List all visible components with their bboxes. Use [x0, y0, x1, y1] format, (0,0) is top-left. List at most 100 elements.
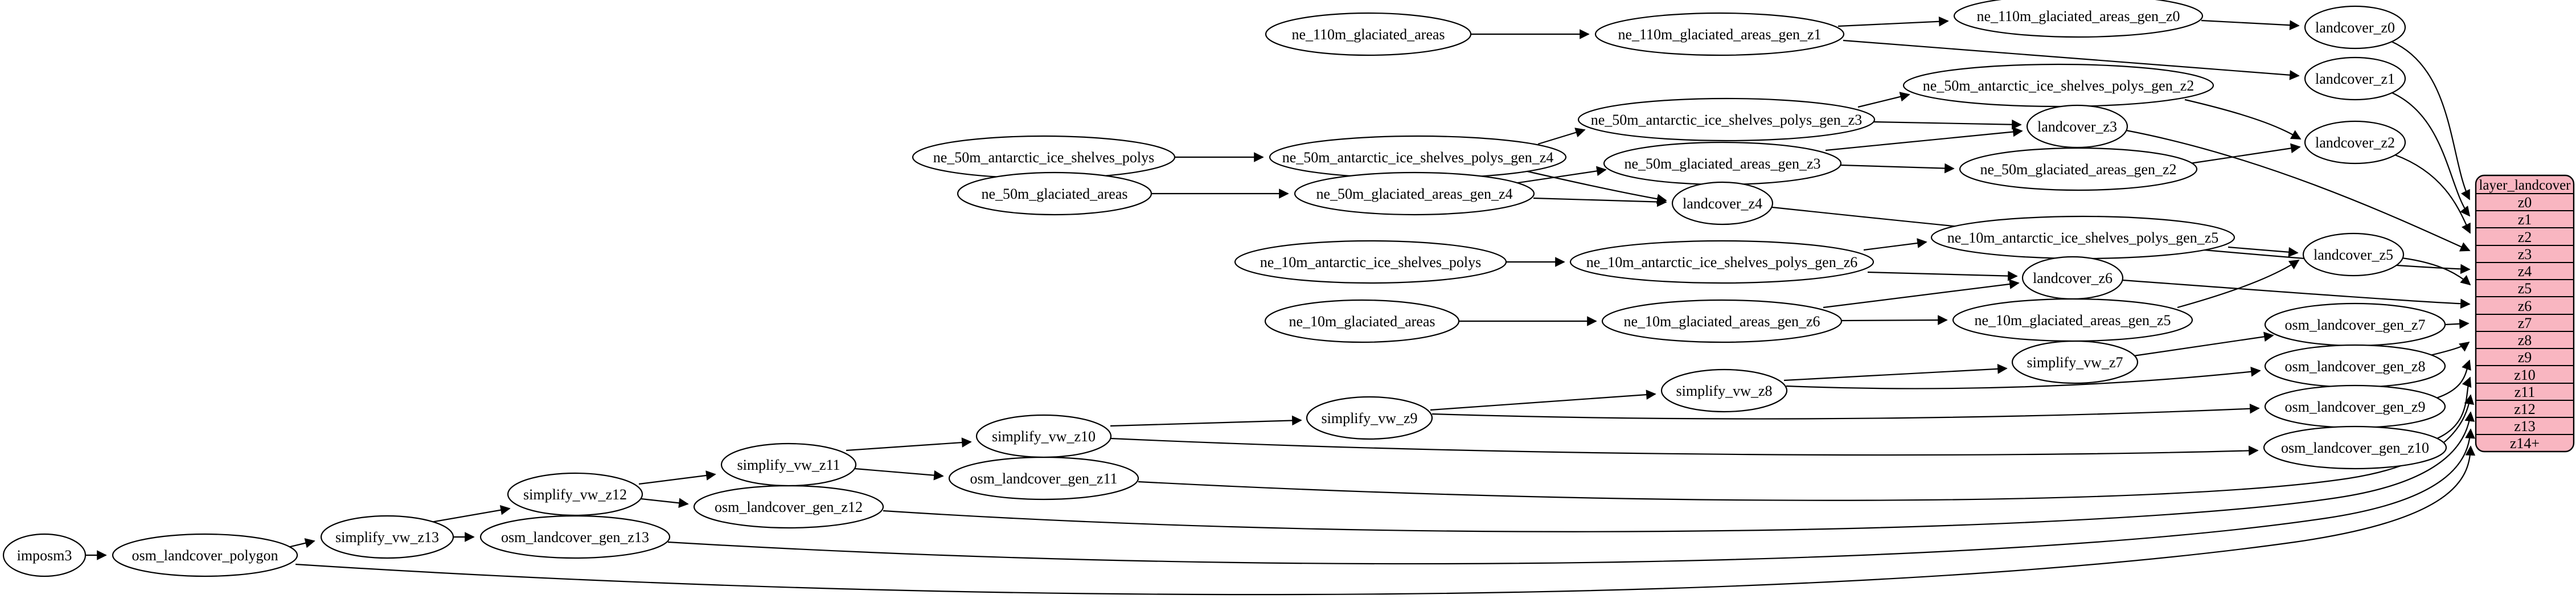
node-label: ne_10m_antarctic_ice_shelves_polys_gen_z… — [1586, 254, 1858, 270]
edge-osm_landcover_gen_z10-row_z10 — [2436, 376, 2472, 440]
node-shape — [975, 414, 1112, 458]
node-ne_10m_antarctic_ice_shelves_polys_gen_z5: ne_10m_antarctic_ice_shelves_polys_gen_z… — [1930, 215, 2235, 260]
table-row-z13: z13 — [2514, 418, 2536, 434]
edge-landcover_z5-row_z5 — [2401, 257, 2471, 286]
node-label: ne_110m_glaciated_areas_gen_z0 — [1976, 8, 2180, 24]
node-ne_10m_glaciated_areas: ne_10m_glaciated_areas — [1264, 299, 1460, 343]
node-label: simplify_vw_z9 — [1322, 410, 1418, 427]
node-ne_110m_glaciated_areas_gen_z1: ne_110m_glaciated_areas_gen_z1 — [1594, 12, 1845, 56]
node-imposm3: imposm3 — [2, 533, 87, 577]
edge-simplify_vw_z9-simplify_vw_z8 — [1430, 389, 1656, 411]
edge-simplify_vw_z9-osm_landcover_gen_z9 — [1431, 403, 2260, 420]
node-landcover_z3: landcover_z3 — [2026, 104, 2128, 149]
node-label: landcover_z4 — [1683, 195, 1762, 212]
edge-g10_gen_z5-landcover_z5 — [2177, 260, 2300, 309]
node-shape — [320, 515, 454, 559]
table-row-z14plus: z14+ — [2510, 435, 2540, 452]
node-simplify_vw_z10: simplify_vw_z10 — [975, 414, 1112, 458]
node-landcover_z6: landcover_z6 — [2021, 256, 2124, 300]
edge-osm_landcover_gen_z12-row_z12 — [883, 411, 2475, 532]
edge-landcover_z6-row_z6 — [2122, 279, 2471, 309]
node-osm_landcover_gen_z10: osm_landcover_gen_z10 — [2263, 425, 2447, 470]
node-label: osm_landcover_gen_z13 — [501, 529, 649, 546]
table-row-z7: z7 — [2518, 315, 2532, 331]
edge-landcover_z3-row_z3 — [2126, 129, 2471, 252]
node-shape — [1569, 240, 1874, 284]
node-osm_landcover_gen_z11: osm_landcover_gen_z11 — [948, 456, 1139, 501]
edge-osm_landcover_gen_z8-row_z8 — [2430, 341, 2470, 356]
edge-gen_z0-landcover_z0 — [2201, 19, 2300, 30]
node-shape — [1264, 299, 1460, 343]
node-landcover_z2: landcover_z2 — [2304, 120, 2406, 165]
node-shape — [2304, 5, 2406, 50]
edge-simplify_vw_z11-osm_landcover_gen_z11 — [854, 468, 944, 481]
node-osm_landcover_polygon: osm_landcover_polygon — [112, 533, 298, 577]
edge-g10_gen_z6-g10_gen_z5 — [1841, 315, 1948, 325]
node-label: osm_landcover_gen_z10 — [2281, 440, 2429, 456]
node-label: simplify_vw_z12 — [523, 486, 627, 503]
node-ne_50m_glaciated_areas_gen_z3: ne_50m_glaciated_areas_gen_z3 — [1603, 141, 1842, 186]
node-ne_10m_antarctic_ice_shelves_polys: ne_10m_antarctic_ice_shelves_polys — [1234, 240, 1507, 284]
node-label: landcover_z1 — [2315, 71, 2395, 87]
edge-a_gen_z4-a_gen_z3 — [1537, 128, 1586, 145]
edge-g_gen_z3-landcover_z3 — [1825, 126, 2023, 151]
node-label: ne_50m_glaciated_areas_gen_z2 — [1980, 161, 2176, 178]
edge-a10_gen_z6-landcover_z6 — [1867, 270, 2018, 281]
node-label: simplify_vw_z10 — [992, 428, 1096, 445]
node-label: imposm3 — [17, 547, 72, 564]
table-row-z6: z6 — [2518, 298, 2532, 314]
node-ne_110m_glaciated_areas: ne_110m_glaciated_areas — [1265, 12, 1472, 56]
node-ne_50m_glaciated_areas_gen_z4: ne_50m_glaciated_areas_gen_z4 — [1294, 171, 1535, 216]
edge-a_gen_z2-landcover_z2 — [2184, 99, 2302, 140]
node-label: ne_110m_glaciated_areas — [1291, 26, 1445, 43]
edge-a_gen_z3-a_gen_z2 — [1857, 92, 1910, 108]
edge-g_gen_z4-g_gen_z3 — [1513, 166, 1607, 184]
node-label: landcover_z5 — [2314, 247, 2393, 263]
node-osm_landcover_gen_z9: osm_landcover_gen_z9 — [2264, 384, 2446, 429]
table-row-z11: z11 — [2515, 384, 2536, 400]
edge-landcover_z2-row_z2 — [2394, 154, 2471, 234]
table-row-z9: z9 — [2518, 349, 2532, 366]
edge-landcover_z0-row_z0 — [2391, 40, 2470, 200]
edge-g_gen_z4-landcover_z4 — [1533, 196, 1667, 207]
node-shape — [1953, 0, 2204, 38]
node-label: landcover_z3 — [2037, 118, 2117, 135]
edge-a_gen_z3-landcover_z3 — [1873, 119, 2022, 130]
node-shape — [507, 472, 643, 516]
node-simplify_vw_z11: simplify_vw_z11 — [720, 442, 857, 487]
node-osm_landcover_gen_z8: osm_landcover_gen_z8 — [2264, 344, 2446, 388]
node-ne_50m_antarctic_ice_shelves_polys_gen_z4: ne_50m_antarctic_ice_shelves_polys_gen_z… — [1269, 135, 1567, 179]
node-shape — [1952, 298, 2193, 342]
node-osm_landcover_gen_z12: osm_landcover_gen_z12 — [693, 485, 884, 529]
node-label: ne_50m_antarctic_ice_shelves_polys_gen_z… — [1282, 149, 1554, 166]
node-label: landcover_z0 — [2315, 19, 2395, 36]
node-ne_50m_glaciated_areas: ne_50m_glaciated_areas — [957, 171, 1152, 216]
node-osm_landcover_gen_z7: osm_landcover_gen_z7 — [2264, 302, 2446, 347]
edge-osm_landcover_gen_z13-row_z13 — [667, 428, 2475, 565]
node-label: ne_50m_antarctic_ice_shelves_polys_gen_z… — [1923, 77, 2194, 94]
edge-simplify_vw_z8-simplify_vw_z7 — [1783, 364, 2008, 382]
node-label: simplify_vw_z11 — [737, 457, 840, 473]
node-shape — [1265, 12, 1472, 56]
node-shape — [1306, 396, 1433, 440]
edge-gen_z1-gen_z0 — [1837, 16, 1949, 27]
node-osm_landcover_gen_z13: osm_landcover_gen_z13 — [479, 515, 671, 559]
node-simplify_vw_z13: simplify_vw_z13 — [320, 515, 454, 559]
node-shape — [2304, 120, 2406, 165]
node-label: ne_10m_antarctic_ice_shelves_polys_gen_z… — [1947, 229, 2219, 246]
node-simplify_vw_z8: simplify_vw_z8 — [1660, 368, 1788, 413]
node-label: ne_10m_antarctic_ice_shelves_polys — [1260, 254, 1481, 270]
table-row-z2: z2 — [2518, 229, 2532, 245]
node-ne_10m_antarctic_ice_shelves_polys_gen_z6: ne_10m_antarctic_ice_shelves_polys_gen_z… — [1569, 240, 1874, 284]
edge-simplify_vw_z10-osm_landcover_gen_z10 — [1110, 437, 2259, 456]
node-label: ne_50m_glaciated_areas_gen_z4 — [1316, 186, 1512, 202]
node-label: ne_50m_antarctic_ice_shelves_polys — [933, 149, 1154, 166]
node-label: ne_50m_glaciated_areas — [982, 186, 1128, 202]
edge-simplify_vw_z12-osm_landcover_gen_z12 — [641, 498, 689, 509]
edge-simplify_vw_z13-simplify_vw_z12 — [430, 505, 511, 523]
node-ne_10m_glaciated_areas_gen_z5: ne_10m_glaciated_areas_gen_z5 — [1952, 298, 2193, 342]
table-row-z12: z12 — [2514, 401, 2536, 417]
table-row-z1: z1 — [2518, 211, 2532, 228]
